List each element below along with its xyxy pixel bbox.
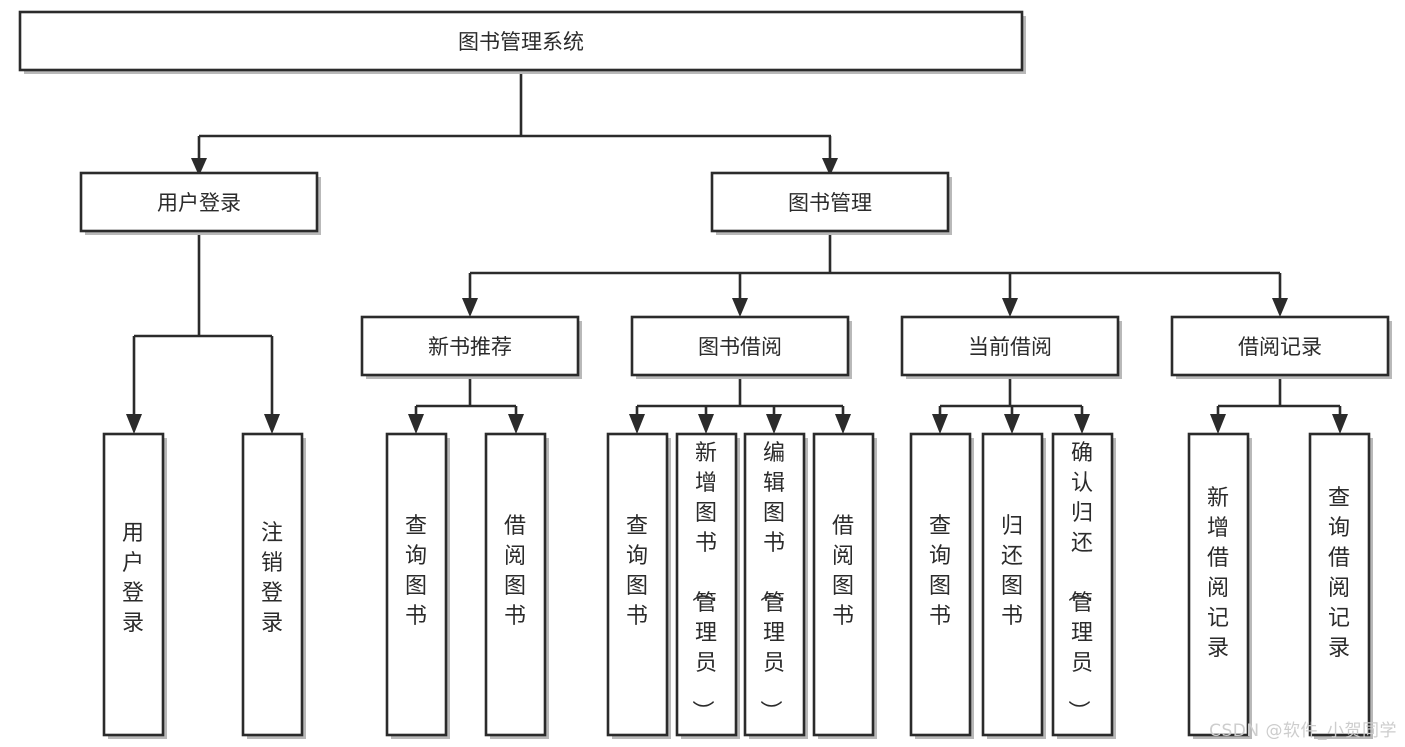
node-new-book-rec-label: 新书推荐 (428, 335, 512, 359)
node-leaf-add-record-rect (1187, 432, 1250, 737)
arrowhead-to-borrow-record (1272, 298, 1288, 317)
arrowhead-leaf-borrow-book-2 (835, 414, 851, 434)
node-user-login-label: 用户登录 (157, 191, 241, 215)
node-leaf-query-book-2-label: 查询图书 (626, 514, 648, 629)
node-leaf-query-book-2-rect (606, 432, 669, 737)
node-leaf-query-book-1-rect (385, 432, 448, 737)
node-current-borrow-rect (900, 315, 1120, 377)
node-leaf-edit-book[interactable] (743, 432, 808, 739)
node-book-manage-rect (710, 171, 950, 233)
arrowhead-leaf-borrow-book-1 (508, 414, 524, 434)
node-root[interactable]: 图书管理系统 (18, 10, 1026, 74)
node-book-manage-label: 图书管理 (788, 191, 872, 215)
node-leaf-query-record-rect (1308, 432, 1371, 737)
node-leaf-user-login[interactable] (102, 432, 167, 739)
node-root-label: 图书管理系统 (458, 30, 584, 54)
node-new-book-rec-rect (360, 315, 580, 377)
node-leaf-edit-book-label: 编辑图书（管理员） (757, 441, 785, 722)
node-book-borrow-rect (630, 315, 850, 377)
node-borrow-record-rect (1170, 315, 1390, 377)
node-leaf-query-book-3[interactable] (909, 432, 974, 739)
node-leaf-confirm-return-rect (1051, 432, 1114, 737)
node-user-login-rect (79, 171, 319, 233)
node-leaf-add-book[interactable] (675, 432, 740, 739)
node-leaf-query-record-label: 查询借阅记录 (1328, 486, 1350, 661)
arrowhead-to-current-borrow (1002, 298, 1018, 317)
node-leaf-user-login-rect (102, 432, 165, 737)
node-leaf-borrow-book-1-rect (484, 432, 547, 737)
node-leaf-logout-label: 注销登录 (261, 521, 283, 636)
node-leaf-logout-rect (241, 432, 304, 737)
node-book-borrow[interactable]: 图书借阅 (630, 315, 852, 379)
node-current-borrow[interactable]: 当前借阅 (900, 315, 1122, 379)
node-current-borrow-label: 当前借阅 (968, 335, 1052, 359)
node-borrow-record[interactable]: 借阅记录 (1170, 315, 1392, 379)
node-leaf-query-book-1-label: 查询图书 (405, 514, 427, 629)
node-leaf-add-book-rect (675, 432, 738, 737)
connector-layer (126, 70, 1348, 434)
node-leaf-borrow-book-2[interactable] (812, 432, 877, 739)
node-leaf-query-book-1[interactable] (385, 432, 450, 739)
leaf-labels-layer: 用户登录 注销登录 查询图书 借阅图书 查询图书 新增图书（管理员） 编辑图书（… (122, 441, 1350, 722)
edge-root-to-bus (197, 70, 832, 163)
node-leaf-user-login-label: 用户登录 (122, 521, 144, 636)
node-book-borrow-label: 图书借阅 (698, 335, 782, 359)
node-leaf-query-book-3-label: 查询图书 (929, 514, 951, 629)
node-borrow-record-label: 借阅记录 (1238, 335, 1322, 359)
arrowhead-leaf-query-book-3 (932, 414, 948, 434)
node-leaf-borrow-book-2-rect (812, 432, 875, 737)
edge-new-book-rec-stem (414, 375, 518, 420)
node-leaf-return-book-label: 归还图书 (1001, 514, 1023, 629)
arrowhead-leaf-logout (264, 414, 280, 434)
arrowhead-leaf-add-record (1210, 414, 1226, 434)
arrowhead-leaf-edit-book (766, 414, 782, 434)
edge-current-borrow-stem (938, 375, 1084, 420)
node-book-manage[interactable]: 图书管理 (710, 171, 952, 235)
arrowhead-leaf-confirm-return (1074, 414, 1090, 434)
node-leaf-return-book[interactable] (981, 432, 1046, 739)
node-new-book-rec[interactable]: 新书推荐 (360, 315, 582, 379)
node-user-login[interactable]: 用户登录 (79, 171, 321, 235)
leaf-boxes-layer (102, 432, 1373, 739)
arrowhead-leaf-query-book-1 (408, 414, 424, 434)
arrowhead-leaf-user-login (126, 414, 142, 434)
edge-borrow-record-stem (1216, 375, 1342, 420)
arrowhead-to-book-manage (822, 158, 838, 176)
node-leaf-return-book-rect (981, 432, 1044, 737)
arrowhead-to-new-book-rec (462, 298, 478, 317)
edge-book-manage-stem (468, 231, 1282, 303)
node-leaf-logout[interactable] (241, 432, 306, 739)
arrowhead-to-user-login (191, 158, 207, 176)
node-leaf-borrow-book-2-label: 借阅图书 (832, 514, 854, 629)
node-leaf-borrow-book-1-label: 借阅图书 (504, 514, 526, 629)
node-leaf-borrow-book-1[interactable] (484, 432, 549, 739)
node-root-rect (18, 10, 1024, 72)
node-leaf-query-record[interactable] (1308, 432, 1373, 739)
arrowhead-leaf-query-book-2 (629, 414, 645, 434)
arrowhead-leaf-return-book (1004, 414, 1020, 434)
node-leaf-query-book-3-rect (909, 432, 972, 737)
node-leaf-add-record-label: 新增借阅记录 (1207, 486, 1229, 661)
node-leaf-query-book-2[interactable] (606, 432, 671, 739)
node-leaf-add-record[interactable] (1187, 432, 1252, 739)
node-leaf-confirm-return-label: 确认归还（管理员） (1065, 441, 1093, 722)
arrowhead-leaf-query-record (1332, 414, 1348, 434)
edge-user-login-stem (132, 231, 274, 420)
edge-book-borrow-stem (635, 375, 845, 420)
arrowhead-leaf-add-book (698, 414, 714, 434)
arrowhead-to-book-borrow (732, 298, 748, 317)
node-leaf-edit-book-rect (743, 432, 806, 737)
node-leaf-confirm-return[interactable] (1051, 432, 1116, 739)
node-leaf-add-book-label: 新增图书（管理员） (689, 441, 717, 722)
